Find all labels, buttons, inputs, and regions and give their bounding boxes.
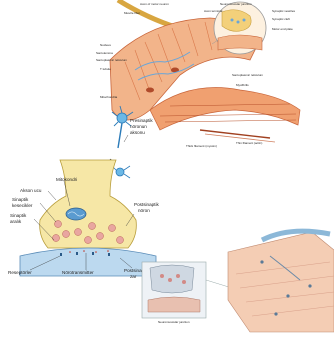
label-presynaptic-axon-line3: aksonu	[130, 130, 145, 135]
label-thick-filament: Thick filament (myosin)	[186, 144, 217, 148]
label-t-tubule: T tubule	[100, 67, 111, 71]
myofibril-bundle	[150, 88, 300, 131]
label-sarcoplasmic-reticulum: Sarcoplasmic reticulum	[96, 58, 128, 62]
label-postsynaptic-membrane-line2: zar	[130, 274, 137, 279]
label-myofibrils: Myofibrils	[236, 83, 249, 87]
label-nucleus: Nucleus	[100, 43, 111, 47]
label-mitochondrion: Mitokondri	[56, 177, 77, 182]
label-bottom-caption: Neuromuscular junction	[158, 320, 190, 324]
label-sarcoplasmic-reticulum-right: Sarcoplasmic reticulum	[232, 73, 264, 77]
label-neurotransmitter: Nörotransmitter	[62, 270, 94, 275]
label-presynaptic-axon-line2: nöronun	[130, 124, 147, 129]
label-muscle-fiber: Muscle fiber	[124, 11, 140, 15]
thick-filament	[200, 130, 270, 138]
label-neuromuscular-junction: Neuromuscular junction	[220, 2, 252, 6]
label-synaptic-cleft-line1: Sinaptik	[10, 213, 27, 218]
label-mitochondria: Mitochondria	[100, 95, 118, 99]
label-presynaptic-axon-line1: Presinaptik	[130, 118, 153, 123]
label-receptors: Reseptörler	[8, 270, 32, 275]
neuromuscular-junction-illustration: Neuromuscular junction	[140, 231, 334, 349]
label-synaptic-cleft-line2: aralık	[10, 219, 22, 224]
postsynaptic-neuron-cell	[112, 166, 130, 178]
synapse-illustration: Presinaptik nöronun aksonu Mitokondri Ak…	[8, 106, 159, 279]
label-axon: Axon of motor neuron	[140, 2, 169, 6]
label-synaptic-cleft: Synaptic cleft	[272, 17, 290, 21]
muscle-block	[228, 232, 334, 332]
label-synaptic-vesicles-line2: kesecikler	[12, 203, 33, 208]
nucleus-shape	[146, 88, 154, 93]
label-postsynaptic-neuron-line1: Postsinaptik	[134, 202, 159, 207]
label-thin-filament: Thin filament (actin)	[236, 141, 262, 145]
label-postsynaptic-neuron-line2: nöron	[138, 208, 150, 213]
muscle-fiber-illustration: Axon of motor neuron Neuromuscular junct…	[96, 0, 300, 148]
label-synaptic-vesicles-line1: Sinaptik	[12, 197, 29, 202]
label-axon-terminal: Akson ucu	[20, 188, 42, 193]
label-synaptic-vesicles: Synaptic vesicles	[272, 9, 296, 13]
label-axon-terminal: Axon terminal	[204, 9, 223, 13]
label-motor-end-plate: Motor end plate	[272, 27, 293, 31]
label-sarcolemma: Sarcolemma	[96, 51, 113, 55]
